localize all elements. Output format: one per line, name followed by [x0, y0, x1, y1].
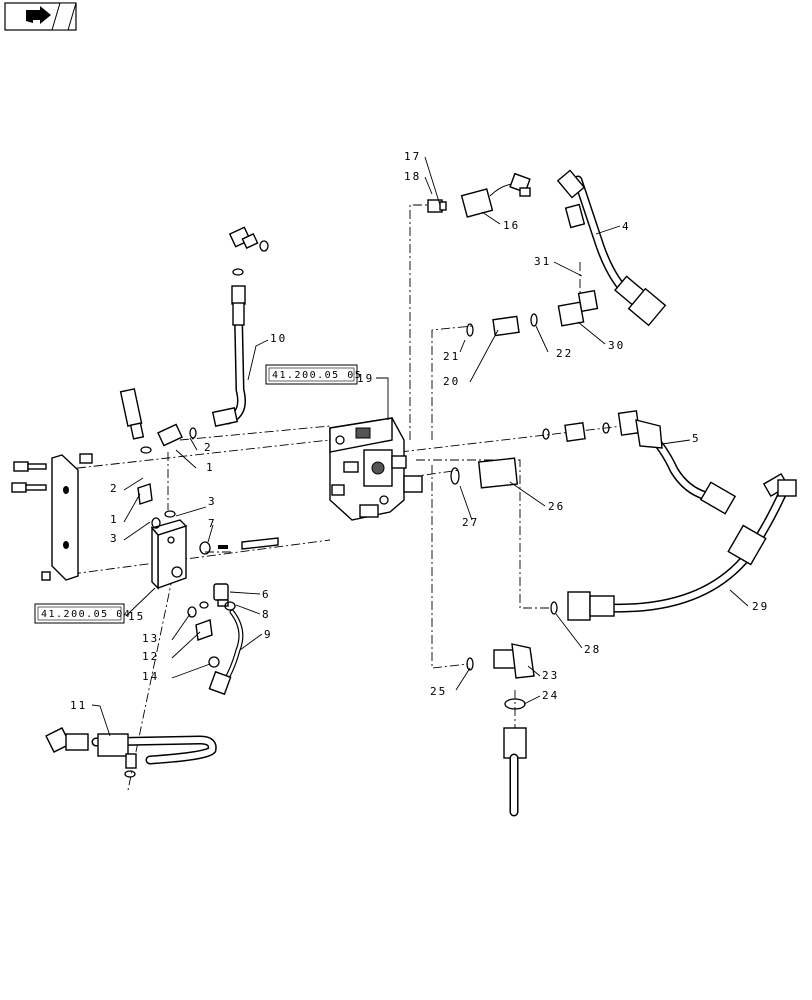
- callout-24: 24: [542, 689, 559, 702]
- mounting-plate: [11, 453, 93, 581]
- valve-reference-text: 41.200.05 05: [272, 370, 362, 381]
- callout-30: 30: [608, 339, 625, 352]
- callout-27: 27: [462, 516, 479, 529]
- callout-29: 29: [752, 600, 769, 613]
- callout-2-lower: 2: [110, 482, 119, 495]
- callout-14: 14: [142, 670, 159, 683]
- callout-3-left: 3: [110, 532, 119, 545]
- elbow-fitting-1-upper: [157, 423, 197, 447]
- callout-18: 18: [404, 170, 421, 183]
- hose-4: [556, 169, 667, 327]
- fitting-26: [450, 457, 519, 489]
- callout-leaders: [91, 156, 749, 737]
- callout-6: 6: [262, 588, 271, 601]
- hose-10: [211, 285, 246, 427]
- callout-3-right: 3: [208, 495, 217, 508]
- callout-2-upper: 2: [204, 441, 213, 454]
- manifold-reference-text: 41.200.05 04: [41, 609, 131, 620]
- callout-25: 25: [430, 685, 447, 698]
- callout-7: 7: [208, 517, 217, 530]
- manifold-block: [137, 483, 279, 590]
- callout-4: 4: [622, 220, 631, 233]
- hose-11: [45, 727, 217, 778]
- fittings-20-22-30: [466, 289, 599, 337]
- callout-31: 31: [534, 255, 551, 268]
- sensor-16: [427, 172, 531, 218]
- valve-reference-box[interactable]: 41.200.05 05: [265, 364, 362, 385]
- callout-11: 11: [70, 699, 87, 712]
- elbow-fitting-top: [228, 226, 269, 276]
- hose-5: [542, 410, 737, 515]
- control-valve: [329, 417, 423, 521]
- callout-13: 13: [142, 632, 159, 645]
- callout-20: 20: [443, 375, 460, 388]
- callout-15: 15: [128, 610, 145, 623]
- hose-29: [550, 472, 797, 621]
- callout-5: 5: [692, 432, 701, 445]
- callout-22: 22: [556, 347, 573, 360]
- manifold-reference-box[interactable]: 41.200.05 04: [34, 603, 131, 624]
- callout-8: 8: [262, 608, 271, 621]
- callout-23: 23: [542, 669, 559, 682]
- fittings-6-14: [187, 583, 244, 696]
- callout-12: 12: [142, 650, 159, 663]
- lower-hose: [503, 727, 527, 817]
- callout-28: 28: [584, 643, 601, 656]
- callout-1-lower: 1: [110, 513, 119, 526]
- fitting-23: [466, 643, 535, 710]
- callout-26: 26: [548, 500, 565, 513]
- callout-labels: 10 2 1 2 1 3 3 7 15 13 12 14 6 8 9 11 19…: [70, 150, 769, 712]
- callout-19: 19: [357, 372, 374, 385]
- callout-16: 16: [503, 219, 520, 232]
- previous-page-arrow-icon: [26, 6, 51, 24]
- callout-17: 17: [404, 150, 421, 163]
- callout-10: 10: [270, 332, 287, 345]
- pressure-sensor: [119, 388, 152, 454]
- callout-1-upper: 1: [206, 461, 215, 474]
- callout-9: 9: [264, 628, 273, 641]
- previous-page-button[interactable]: [4, 2, 77, 31]
- callout-21: 21: [443, 350, 460, 363]
